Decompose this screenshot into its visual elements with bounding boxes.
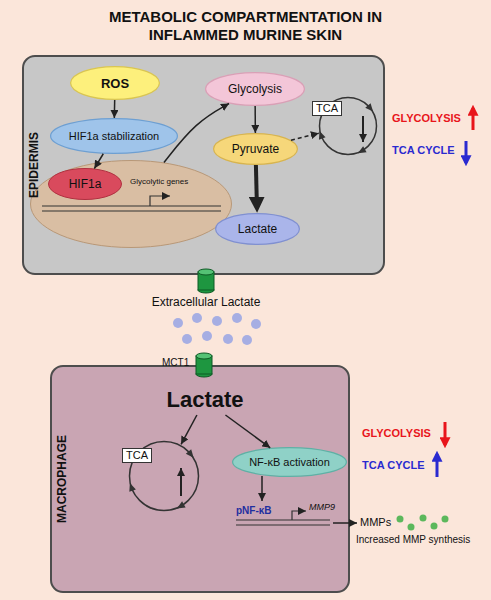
lactate-dot — [223, 334, 233, 344]
change-label: GLYCOLYSIS — [392, 112, 461, 124]
compartment-label: MACROPHAGE — [55, 365, 69, 593]
metabolite-ellipse: Pyruvate — [213, 133, 298, 165]
molecule-ellipse: ROS — [70, 66, 160, 100]
pathway-ellipse: Glycolysis — [205, 72, 305, 106]
increase-arrow — [436, 454, 439, 477]
lactate-dot — [232, 313, 242, 323]
ellipse-outline — [71, 67, 160, 100]
metabolite-label: Lactate — [164, 387, 245, 413]
compartment-label: Extracellular Lactate — [152, 295, 261, 309]
ellipse-outline — [214, 134, 298, 165]
compartment-box: MACROPHAGE LactateTCA NF-κB activation — [50, 365, 350, 593]
mmp-dot — [408, 524, 415, 531]
ellipse-outline — [51, 119, 178, 154]
lactate-dot — [202, 331, 212, 341]
decrease-arrow — [465, 141, 468, 163]
lactate-dot — [173, 318, 183, 328]
box-outline — [23, 56, 384, 274]
signaling-label: NF-κB activation — [247, 456, 332, 468]
lactate-dot — [192, 313, 202, 323]
compartment-box: EPIDERMIS ROS HIF1a stabilizationGlycolyti… — [22, 55, 385, 275]
gene-label: Glycolytic genes — [130, 177, 188, 186]
process-label: HIF1a stabilization — [67, 130, 162, 142]
tca-cycle-circle: TCA — [128, 440, 200, 512]
factor-label: pNF-κB — [236, 505, 272, 516]
mmp-dot — [420, 515, 427, 522]
cycle-arrowhead — [358, 146, 367, 153]
nucleus-ellipse: Glycolytic genes HIF1a — [30, 160, 232, 248]
change-label: TCA CYCLE — [362, 459, 425, 471]
cycle-arrowhead — [129, 483, 136, 492]
transporter-symbol — [196, 353, 212, 359]
metabolite-label: Lactate — [236, 222, 279, 236]
lactate-dot — [251, 319, 261, 329]
metabolite-ellipse: Lactate — [215, 213, 300, 245]
cycle-arrowhead — [319, 131, 326, 140]
molecule-label: ROS — [99, 76, 131, 91]
decrease-arrow — [444, 422, 447, 445]
transporter-label: MCT1 — [162, 357, 189, 368]
signaling-ellipse: NF-κB activation — [232, 447, 347, 477]
cycle-arrowhead — [365, 103, 373, 111]
pathway-label: Glycolysis — [226, 82, 284, 96]
increase-arrow — [472, 108, 475, 130]
protein-ellipse: HIF1a — [48, 168, 122, 200]
cycle-label: TCA — [312, 101, 342, 116]
product-label: Increased MMP synthesis — [356, 534, 470, 545]
figure-title: METABOLIC COMPARTMENTATION IN INFLAMMED … — [0, 8, 491, 44]
cycle-label: TCA — [122, 448, 152, 463]
protein-label: HIF1a — [67, 177, 104, 191]
tca-cycle-circle: TCA — [318, 95, 378, 157]
gene-label: MMP9 — [309, 502, 335, 512]
metabolite-text-box: Lactate — [160, 385, 250, 415]
transporter-symbol — [198, 287, 214, 293]
metabolite-label: Pyruvate — [230, 142, 281, 156]
ellipse-outline — [206, 73, 305, 106]
lactate-dot — [212, 316, 222, 326]
product-label: MMPs — [360, 516, 391, 528]
change-label: GLYCOLYSIS — [362, 427, 431, 439]
cycle-arrowhead — [177, 501, 186, 508]
ellipse-outline — [216, 214, 300, 245]
cycle-arrowhead — [186, 449, 194, 457]
lactate-dot — [242, 335, 252, 345]
change-label: TCA CYCLE — [392, 144, 455, 156]
compartment-label: EPIDERMIS — [27, 55, 41, 275]
mmp-dot — [397, 516, 404, 523]
ellipse-outline — [31, 161, 232, 248]
box-outline — [51, 366, 349, 592]
process-ellipse: HIF1a stabilization — [50, 118, 178, 154]
ellipse-outline — [233, 448, 347, 477]
mmp-dot — [442, 516, 449, 523]
mmp-dot — [431, 523, 438, 530]
lactate-dot — [182, 334, 192, 344]
ellipse-outline — [49, 169, 122, 200]
